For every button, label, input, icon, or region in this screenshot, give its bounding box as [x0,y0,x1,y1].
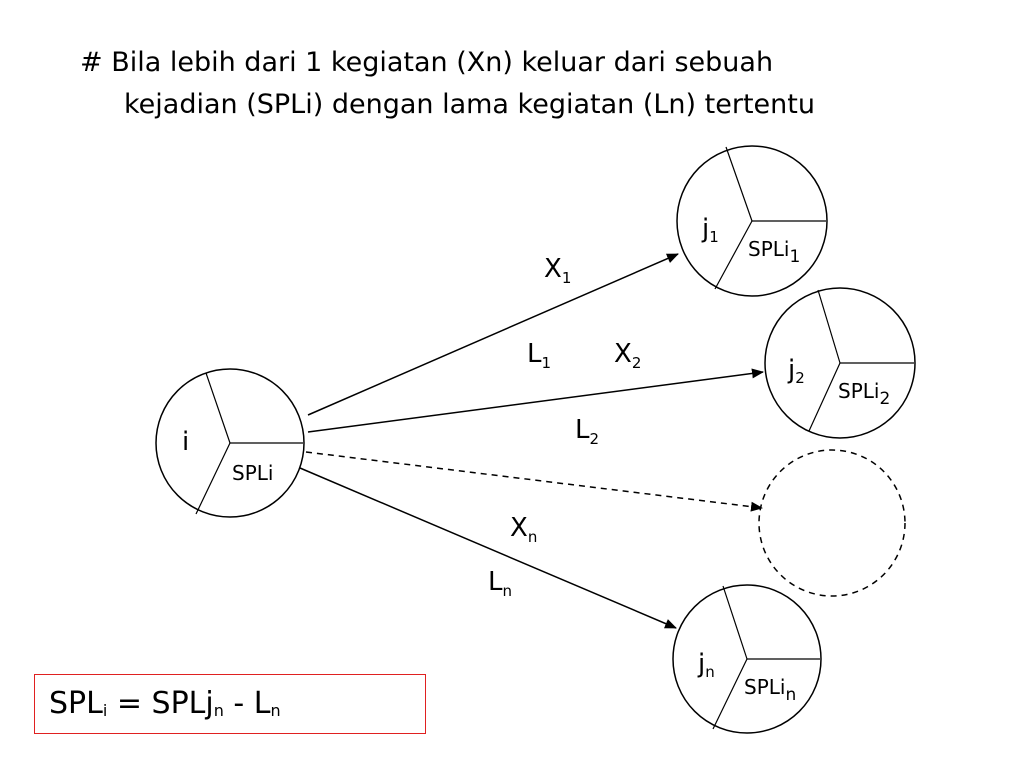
node-i: i SPLi [155,368,305,518]
edge-arrow-n [299,467,677,629]
edge-label-l1: L1 [527,339,551,372]
formula-term: L [253,686,271,721]
node-j2-label: SPLi2 [838,379,890,409]
edge-arrow-2 [307,368,764,433]
edge-arrow-1 [307,253,679,416]
node-i-id: i [182,427,189,457]
node-j2: j2 SPLi2 [764,287,916,439]
edge-label-l2: L2 [575,415,599,448]
node-jn: jn SPLin [672,584,822,734]
formula-term-sub: n [270,701,281,720]
node-placeholder [758,449,906,597]
node-j1-label: SPLi1 [748,237,800,267]
formula-box: SPLi = SPLjn - Ln [34,674,426,734]
formula-lhs-sub: i [102,701,108,720]
slide-title: # Bila lebih dari 1 kegiatan (Xn) keluar… [80,42,980,126]
edge-label-ln: Ln [488,567,512,600]
title-line-1: # Bila lebih dari 1 kegiatan (Xn) keluar… [80,47,774,78]
formula-minus: - [223,686,254,721]
edge-label-x1: X1 [544,254,571,287]
formula-rhs: SPLj [151,686,214,721]
edge-label-xn: Xn [510,513,537,546]
node-i-label: SPLi [232,461,273,485]
node-j2-id: j2 [787,355,805,387]
node-j1-id: j1 [701,214,719,246]
formula-lhs: SPL [49,686,103,721]
edge-label-x2: X2 [614,339,641,372]
node-jn-label: SPLin [744,675,796,705]
formula-equals: = [107,686,152,721]
title-line-2: kejadian (SPLi) dengan lama kegiatan (Ln… [124,89,815,120]
formula-rhs-sub: n [213,701,224,720]
node-jn-id: jn [697,649,715,681]
node-j1: j1 SPLi1 [676,145,828,297]
